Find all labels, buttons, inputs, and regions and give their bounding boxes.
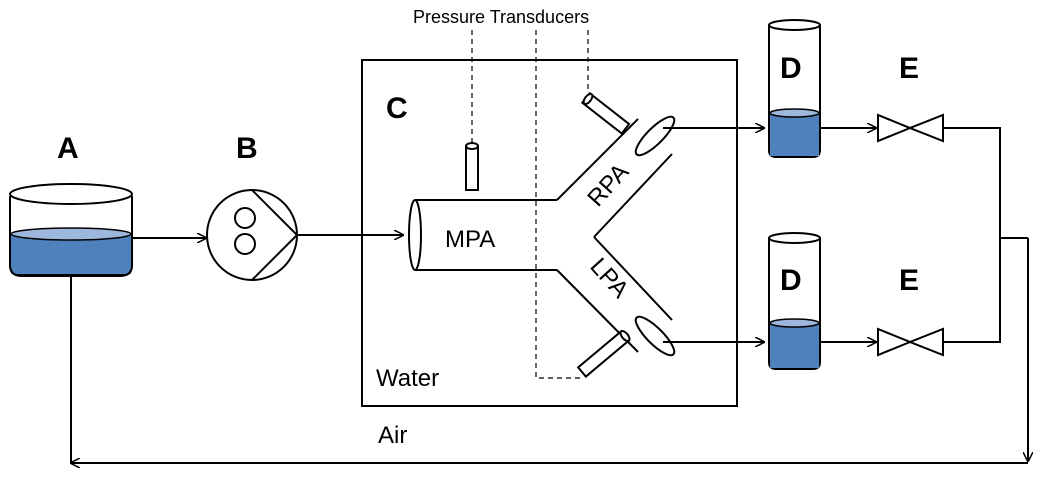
compliance-surface-bottom xyxy=(769,318,820,328)
label-d-bottom: D xyxy=(780,264,802,297)
label-water: Water xyxy=(376,365,439,392)
compliance-liquid-top xyxy=(770,113,819,156)
pump-rotor-bottom xyxy=(234,233,256,255)
pump-rotor-top xyxy=(234,207,256,229)
label-a: A xyxy=(57,132,79,165)
compliance-liquid-bottom xyxy=(770,323,819,368)
compliance-chamber-d-bottom: D xyxy=(768,232,821,370)
label-lpa: LPA xyxy=(585,253,634,303)
valve-e-top: E xyxy=(877,52,944,143)
label-d-top: D xyxy=(780,52,802,85)
pressure-tap-lpa xyxy=(576,329,631,379)
label-mpa: MPA xyxy=(445,226,495,253)
pressure-tap-rpa xyxy=(580,91,631,135)
reservoir-a: A xyxy=(9,132,133,277)
compliance-surface-top xyxy=(769,108,820,118)
label-b: B xyxy=(236,132,258,165)
pump-b: B xyxy=(206,132,299,281)
pressure-transducer-leads: Pressure Transducers xyxy=(413,7,589,379)
reservoir-liquid-surface xyxy=(10,227,132,241)
return-line xyxy=(70,127,1028,463)
compliance-chamber-d-top: D xyxy=(768,19,821,158)
water-chamber-c: C Water xyxy=(361,59,738,407)
label-e-top: E xyxy=(899,52,919,85)
label-c: C xyxy=(386,92,408,125)
label-air: Air xyxy=(378,422,407,449)
label-pressure-transducers: Pressure Transducers xyxy=(413,7,589,27)
pressure-tap-mpa xyxy=(465,142,479,191)
pulmonary-artery-model: MPA RPA LPA xyxy=(408,91,676,379)
valve-e-bottom: E xyxy=(877,264,944,357)
label-e-bottom: E xyxy=(899,264,919,297)
